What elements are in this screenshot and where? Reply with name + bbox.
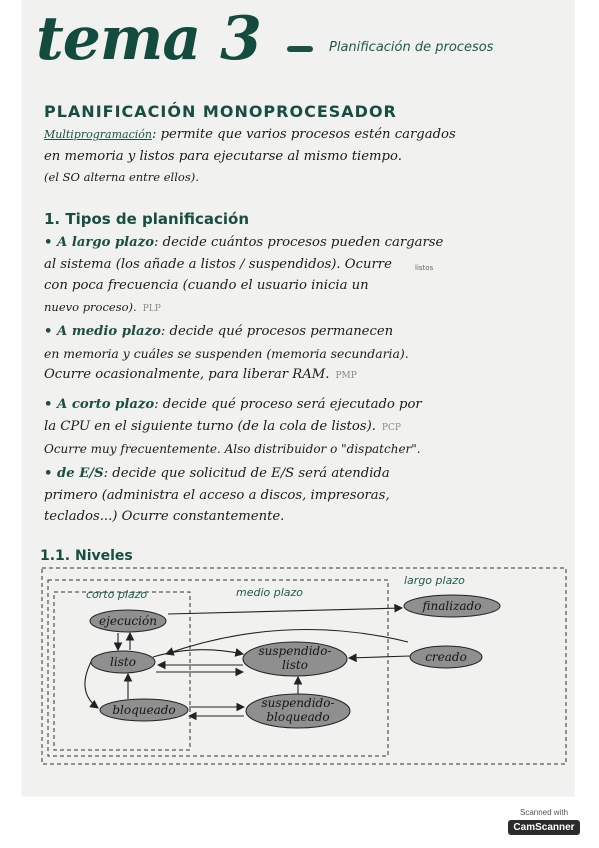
multiprog-line-2: en memoria y listos para ejecutarse al m… (44, 148, 402, 164)
page-title: tema 3 (36, 4, 262, 74)
largo-line-4: nuevo proceso). (44, 299, 137, 314)
svg-text:bloqueado: bloqueado (266, 710, 329, 724)
svg-text:listo: listo (110, 655, 136, 669)
medio-line-3: Ocurre ocasionalmente, para liberar RAM. (44, 367, 330, 383)
svg-text:creado: creado (425, 650, 467, 664)
outer-frame (41, 567, 567, 765)
node-listo: listo (90, 650, 156, 674)
es-line-3: teclados...) Ocurre constantemente. (44, 509, 285, 525)
node-suspendido-listo: suspendido- listo (242, 641, 348, 677)
corto-line-3: Ocurre muy frecuentemente. Also distribu… (44, 442, 421, 457)
multiprog-line-3: (el SO alterna entre ellos). (44, 170, 199, 185)
niveles-title: 1.1. Niveles (40, 548, 133, 564)
col-largo-label: largo plazo (404, 574, 465, 587)
medio-plazo-paragraph: • A medio plazo: decide qué procesos per… (44, 321, 574, 388)
medio-frame (47, 579, 389, 757)
corto-plazo-paragraph: • A corto plazo: decide qué proceso será… (44, 394, 574, 461)
svg-text:ejecución: ejecución (99, 614, 157, 628)
corto-line-2: la CPU en el siguiente turno (de la cola… (44, 418, 376, 434)
camscanner-badge: Scanned with CamScanner (504, 808, 584, 840)
largo-line-3: con poca frecuencia (cuando el usuario i… (44, 278, 369, 294)
largo-line-1: : decide cuántos procesos pueden cargars… (154, 235, 444, 250)
page-subtitle: Planificación de procesos (329, 40, 494, 55)
process-states-diagram: corto plazo medio plazo largo plazo ejec… (41, 567, 567, 765)
node-ejecucion: ejecución (89, 609, 167, 633)
node-creado: creado (409, 645, 483, 669)
node-finalizado: finalizado (403, 594, 501, 618)
listos-annotation: listos (415, 264, 434, 272)
multiprog-line-1-text: : permite que varios procesos estén carg… (151, 127, 456, 142)
svg-text:finalizado: finalizado (422, 599, 482, 613)
svg-text:bloqueado: bloqueado (112, 703, 175, 717)
es-label: • de E/S (44, 466, 104, 481)
medio-line-1: : decide qué procesos permanecen (160, 324, 394, 339)
es-line-2: primero (administra el acceso a discos, … (44, 487, 390, 503)
es-paragraph: • de E/S: decide que solicitud de E/S se… (44, 463, 574, 528)
multiprog-term: Multiprogramación (44, 128, 152, 141)
medio-label: • A medio plazo (44, 324, 161, 339)
node-bloqueado: bloqueado (99, 698, 189, 722)
section-title: PLANIFICACIÓN MONOPROCESADOR (44, 102, 397, 121)
transition-arrows (84, 603, 411, 721)
svg-text:listo: listo (282, 658, 308, 672)
corto-line-1: : decide qué proceso será ejecutado por (154, 397, 422, 412)
col-corto-label: corto plazo (86, 588, 147, 601)
node-suspendido-bloqueado: suspendido- bloqueado (245, 693, 351, 729)
medio-line-2: en memoria y cuáles se suspenden (memori… (44, 345, 409, 361)
svg-text:suspendido-: suspendido- (258, 644, 331, 658)
col-medio-label: medio plazo (236, 586, 303, 599)
es-line-1: : decide que solicitud de E/S será atend… (103, 466, 390, 481)
corto-label: • A corto plazo (44, 397, 155, 412)
svg-text:suspendido-: suspendido- (261, 696, 334, 710)
title-dash (287, 46, 313, 52)
multiprog-line-1: Multiprogramación: permite que varios pr… (44, 124, 574, 146)
badge-line-2: CamScanner (508, 820, 580, 835)
multiprogramacion-paragraph: Multiprogramación: permite que varios pr… (44, 124, 574, 189)
corto-abbr: PCP (381, 422, 401, 433)
largo-line-2: al sistema (los añade a listos / suspend… (44, 256, 392, 272)
largo-abbr: PLP (142, 303, 161, 314)
largo-label: • A largo plazo (44, 235, 155, 250)
tipos-title: 1. Tipos de planificación (44, 210, 250, 228)
largo-plazo-paragraph: • A largo plazo: decide cuántos procesos… (44, 232, 574, 320)
medio-abbr: PMP (335, 371, 357, 382)
badge-line-1: Scanned with (519, 808, 569, 817)
